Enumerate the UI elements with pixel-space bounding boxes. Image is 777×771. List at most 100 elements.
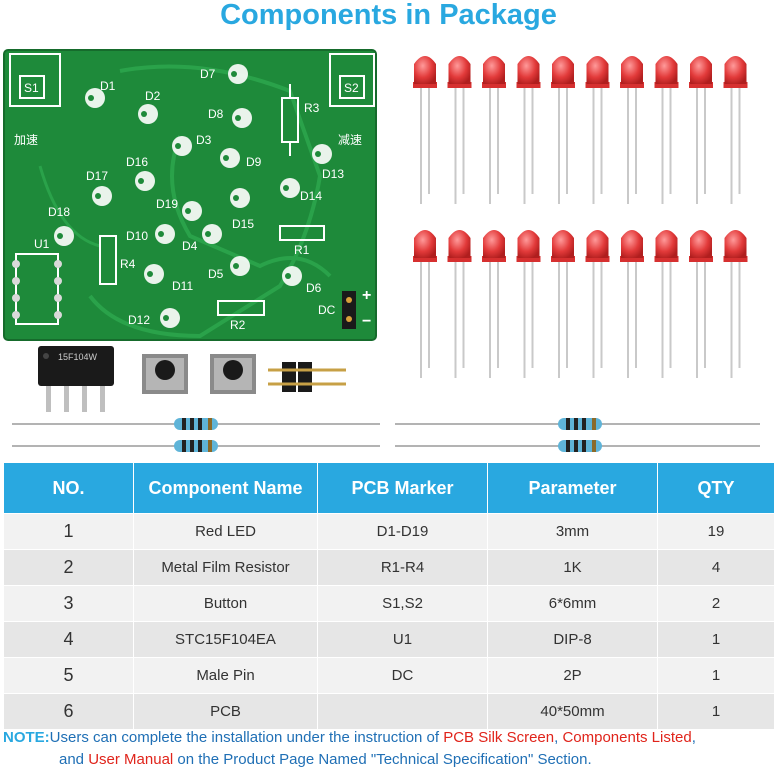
table-row: 1 Red LED D1-D19 3mm 19 [3, 513, 775, 550]
cell-parameter: DIP-8 [487, 621, 658, 658]
note-text: , [691, 729, 696, 746]
cell-parameter: 40*50mm [487, 693, 658, 730]
pcb-label-dc: DC [318, 303, 336, 317]
pcb-label-d12: D12 [128, 313, 150, 327]
note-text: and [59, 751, 89, 768]
male-pin-header [268, 362, 346, 392]
cell-marker [317, 693, 488, 730]
cell-component: Male Pin [133, 657, 318, 694]
cell-marker: R1-R4 [317, 549, 488, 586]
cell-parameter: 2P [487, 657, 658, 694]
red-led [654, 230, 679, 378]
pcb-label-d10: D10 [126, 229, 148, 243]
pcb-label-d6: D6 [306, 281, 322, 295]
header-qty: QTY [657, 462, 775, 514]
installation-note: NOTE:Users can complete the installation… [3, 727, 775, 771]
note-text: on the Product Page Named "Technical Spe… [173, 751, 592, 768]
red-led [516, 56, 541, 204]
tactile-button [210, 354, 256, 394]
red-led [620, 230, 644, 378]
red-led [689, 230, 713, 378]
red-led [413, 56, 437, 204]
red-led [723, 230, 748, 378]
table-row: 2 Metal Film Resistor R1-R4 1K 4 [3, 549, 775, 586]
pcb-label-s1: S1 [24, 81, 39, 95]
cell-no: 1 [3, 513, 134, 550]
components-photo: S1 S2 加速 减速 D1 D2 D3 D4 D5 D6 D7 D8 D9 D… [3, 49, 760, 452]
cell-no: 6 [3, 693, 134, 730]
cell-qty: 4 [657, 549, 775, 586]
cell-no: 2 [3, 549, 134, 586]
cell-marker: U1 [317, 621, 488, 658]
pcb-label-d11: D11 [172, 279, 193, 293]
cell-marker: S1,S2 [317, 585, 488, 622]
led-row [413, 56, 748, 204]
note-text: Users can complete the installation unde… [49, 729, 444, 746]
stc-chip: 15F104W [38, 346, 114, 412]
cell-marker: DC [317, 657, 488, 694]
cell-qty: 1 [657, 693, 775, 730]
pcb-label-d9: D9 [246, 155, 262, 169]
red-led [689, 56, 713, 204]
red-led [551, 230, 575, 378]
header-parameter: Parameter [487, 462, 658, 514]
tactile-button [142, 354, 188, 394]
table-row: 3 Button S1,S2 6*6mm 2 [3, 585, 775, 622]
pcb-label-d17: D17 [86, 169, 108, 183]
pcb-label-r2: R2 [230, 318, 246, 332]
note-highlight-components: Components Listed [562, 729, 692, 746]
red-led [620, 56, 644, 204]
metal-film-resistor [12, 440, 380, 452]
note-highlight-manual: User Manual [88, 751, 174, 768]
header-pcb-marker: PCB Marker [317, 462, 488, 514]
cell-component: Metal Film Resistor [133, 549, 318, 586]
cell-marker: D1-D19 [317, 513, 488, 550]
note-text: , [554, 729, 563, 746]
cell-no: 5 [3, 657, 134, 694]
header-no: NO. [3, 462, 134, 514]
pcb-label-plus: + [362, 287, 371, 304]
pcb-label-accel: 加速 [14, 133, 38, 147]
led-row [413, 230, 748, 378]
pcb-label-d8: D8 [208, 107, 224, 121]
cell-no: 3 [3, 585, 134, 622]
red-led [723, 56, 748, 204]
pcb-label-decel: 减速 [338, 133, 362, 147]
note-label: NOTE: [3, 729, 50, 746]
cell-parameter: 3mm [487, 513, 658, 550]
pcb-label-u1: U1 [34, 237, 50, 251]
table-row: 4 STC15F104EA U1 DIP-8 1 [3, 621, 775, 658]
cell-qty: 2 [657, 585, 775, 622]
red-led [482, 230, 506, 378]
note-highlight-silkscreen: PCB Silk Screen [443, 729, 555, 746]
cell-component: PCB [133, 693, 318, 730]
cell-component: Button [133, 585, 318, 622]
pcb-board: S1 S2 加速 减速 D1 D2 D3 D4 D5 D6 D7 D8 D9 D… [3, 49, 377, 341]
red-led [447, 230, 472, 378]
pcb-label-d7: D7 [200, 67, 216, 81]
red-led [551, 56, 575, 204]
pcb-label-r4: R4 [120, 257, 136, 271]
cell-parameter: 1K [487, 549, 658, 586]
red-led [654, 56, 679, 204]
cell-component: Red LED [133, 513, 318, 550]
table-header-row: NO. Component Name PCB Marker Parameter … [3, 462, 775, 514]
page-title: Components in Package [220, 0, 557, 31]
pcb-label-d2: D2 [145, 89, 161, 103]
components-table: NO. Component Name PCB Marker Parameter … [3, 462, 775, 730]
red-led [447, 56, 472, 204]
cell-qty: 19 [657, 513, 775, 550]
header-component-name: Component Name [133, 462, 318, 514]
pcb-label-d14: D14 [300, 189, 322, 203]
pcb-label-s2: S2 [344, 81, 359, 95]
cell-no: 4 [3, 621, 134, 658]
pcb-label-minus: − [362, 313, 371, 330]
pcb-label-r3: R3 [304, 101, 320, 115]
cell-parameter: 6*6mm [487, 585, 658, 622]
cell-qty: 1 [657, 657, 775, 694]
metal-film-resistor [12, 418, 380, 430]
red-led [516, 230, 541, 378]
pcb-label-d18: D18 [48, 205, 70, 219]
chip-label: 15F104W [58, 352, 98, 362]
cell-qty: 1 [657, 621, 775, 658]
